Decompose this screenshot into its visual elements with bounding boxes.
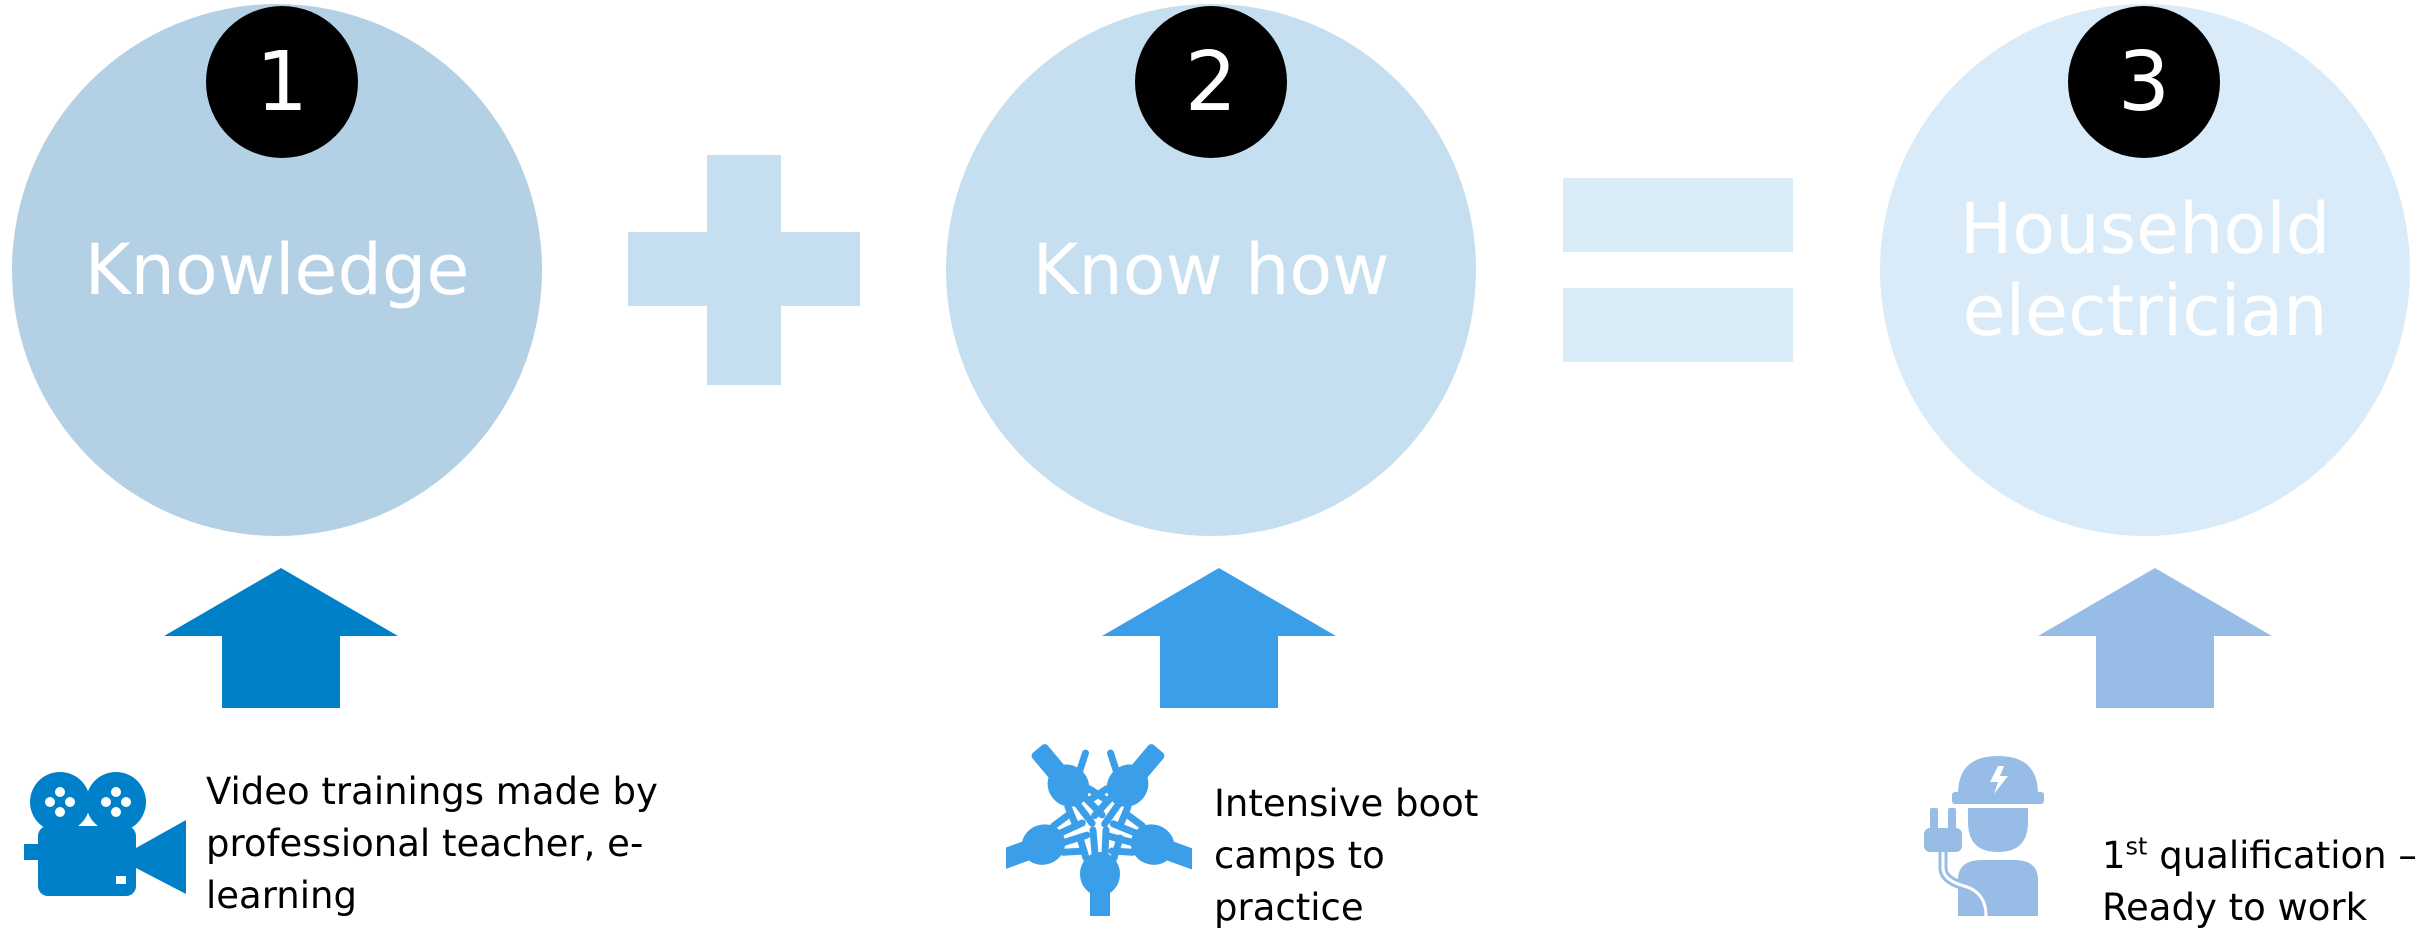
video-camera-icon <box>24 772 186 896</box>
step-2-caption: Intensive boot camps to practice <box>1214 782 1479 929</box>
step-3-up-arrow <box>2038 568 2272 708</box>
step-2-title: Know how <box>1032 229 1390 311</box>
electrician-worker-icon <box>1924 756 2044 916</box>
step-1-caption: Video trainings made by professional tea… <box>206 770 658 917</box>
step-3-caption: 1st qualification – Ready to work <box>2102 832 2417 929</box>
hands-team-icon <box>1006 744 1192 916</box>
step-1-title: Knowledge <box>84 229 470 311</box>
step-2-up-arrow <box>1102 568 1336 708</box>
step-3-title: Household electrician <box>1959 188 2331 352</box>
step-1-number-badge: 1 <box>206 6 358 158</box>
step-3-number-badge: 3 <box>2068 6 2220 158</box>
step-2-number-badge: 2 <box>1135 6 1287 158</box>
step-1-up-arrow <box>164 568 398 708</box>
